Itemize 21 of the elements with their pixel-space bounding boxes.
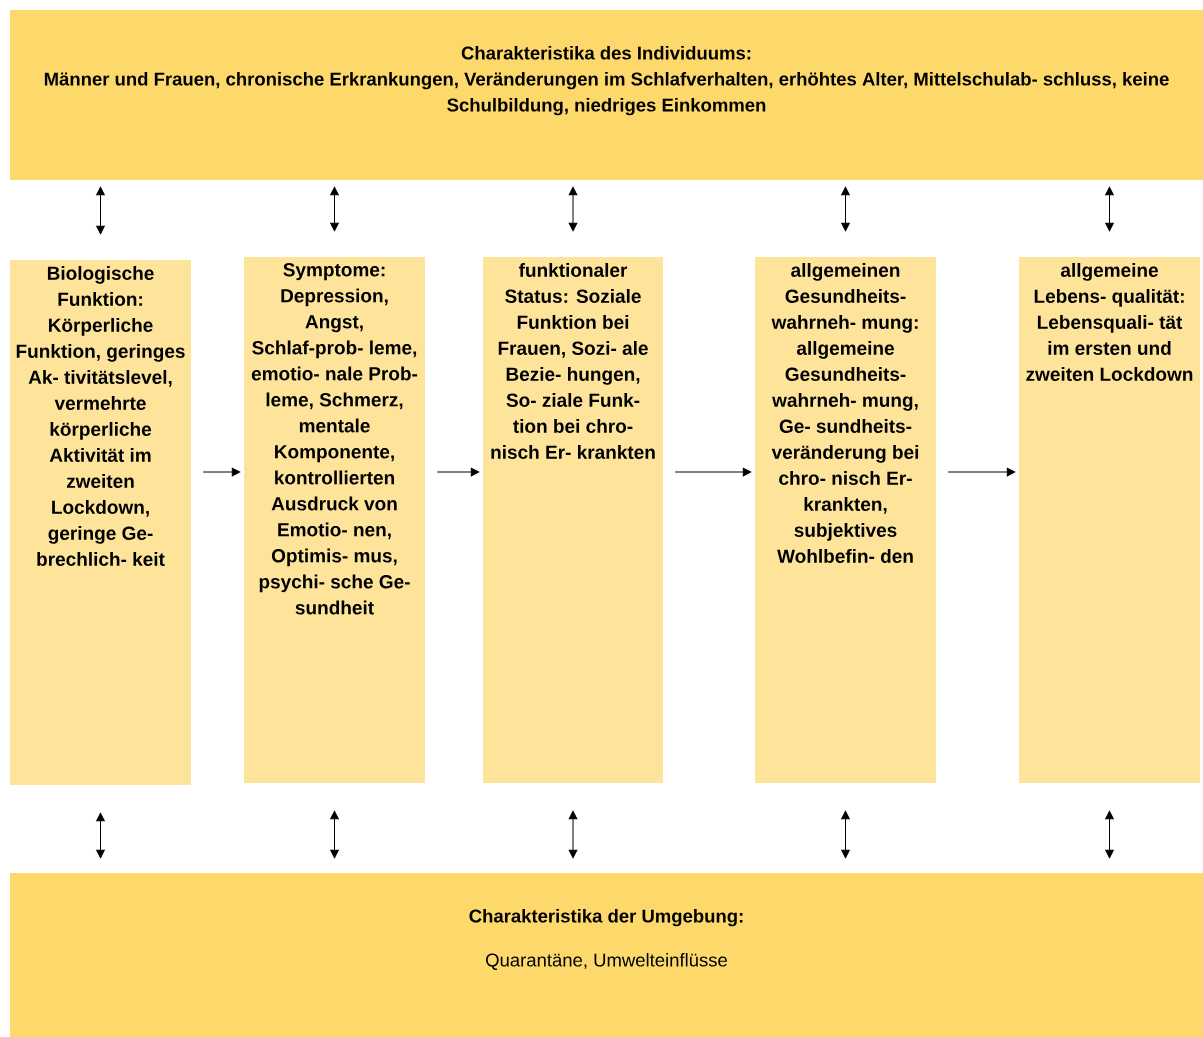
arrow [330, 810, 339, 859]
arrow [841, 186, 850, 232]
category-column: Symptome: Depression, Angst, Schlaf-prob- leme, emotio- nale Prob- leme, Schmerz, mentale Komponente, kontrollierten Ausdruck von Emotio- nen, Optimis- mus, psychi- sche Ge- sundheit [244, 257, 425, 783]
arrow [841, 810, 850, 859]
arrow [436, 467, 480, 477]
arrow [96, 186, 105, 235]
arrow [202, 467, 241, 477]
arrow [674, 467, 752, 477]
arrow [330, 186, 339, 232]
category-column: funktionaler Status: Soziale Funktion bei Frauen, Sozi- ale Bezie- hungen, So- ziale Funk- tion bei chro- nisch Er- krankten [483, 257, 663, 783]
arrow [568, 810, 578, 859]
arrow [947, 467, 1016, 477]
category-column: allgemeinen Gesundheits- wahrneh- mung: allgemeine Gesundheits- wahrneh- mung, Ge- sundheits- veränderung bei chro- nisch Er- krankten, subjektives Wohlbefin- den [755, 257, 936, 783]
arrow [568, 186, 578, 232]
arrow [1105, 186, 1114, 232]
arrow [96, 812, 105, 859]
characteristics-band: Charakteristika der Umgebung: Quarantäne, Umwelteinflüsse [10, 873, 1203, 1037]
category-column: Biologische Funktion: Körperliche Funktion, geringes Ak- tivitätslevel, vermehrte körperliche Aktivität im zweiten Lockdown, geringe Ge- brechlich- keit [10, 260, 191, 785]
category-column: allgemeine Lebens- qualität: Lebensquali- tät im ersten und zweiten Lockdown [1019, 257, 1200, 783]
arrow [1105, 810, 1114, 859]
characteristics-band: Charakteristika des Individuums: Männer und Frauen, chronische Erkrankungen, Veränderungen im Schlafverhalten, erhöhtes Alter, Mittelschulab- schluss, keine Schulbildung, niedriges Einkommen [10, 10, 1203, 180]
